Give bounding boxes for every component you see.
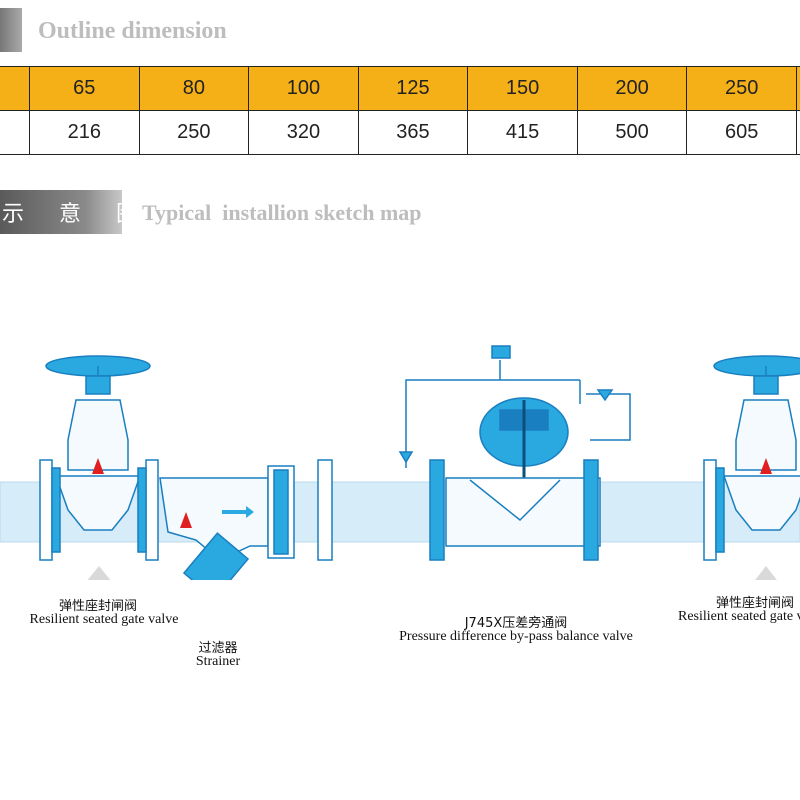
pointer-triangle	[87, 566, 111, 580]
table-header-cell: 200	[576, 66, 688, 111]
gate-valve-right-label-cn: 弹性座封闸阀	[716, 596, 795, 611]
strainer-label: Strainer	[195, 654, 241, 669]
table-cell: 216	[29, 110, 140, 155]
strainer	[159, 459, 333, 580]
table-header-cell: 80	[138, 66, 250, 111]
table-header-cell: 100	[248, 66, 359, 111]
gate-valve-left-label: Resilient seated gate valve	[29, 612, 179, 627]
table-header-cell: 250	[686, 66, 797, 111]
dimension-table: 65 80 100 125 150 200 250 216 250 320 36…	[0, 66, 800, 155]
sketch-title-cn: 示 意 图	[2, 202, 152, 227]
section-marker	[0, 8, 22, 52]
table-cell: 320	[248, 110, 359, 155]
table-cell	[0, 110, 30, 155]
table-cell	[796, 110, 800, 155]
installation-diagram	[0, 345, 800, 580]
table-header-row: 65 80 100 125 150 200 250	[0, 66, 800, 111]
sketch-title: Typical installion sketch map	[142, 200, 422, 225]
table-cell: 250	[138, 110, 250, 155]
table-cell: 415	[467, 110, 578, 155]
table-cell: 365	[357, 110, 469, 155]
strainer-label-cn: 过滤器	[198, 641, 238, 656]
balance-valve	[398, 345, 631, 561]
gate-valve-left	[39, 355, 159, 561]
balance-valve-label: Pressure difference by-pass balance valv…	[399, 629, 633, 644]
table-row: 216 250 320 365 415 500 605	[0, 110, 800, 155]
gate-valve-right	[703, 355, 800, 561]
balance-valve-label-cn: J745X压差旁通阀	[464, 616, 568, 631]
table-header-cell: 125	[357, 66, 469, 111]
gate-valve-right-label: Resilient seated gate valve	[678, 609, 800, 624]
table-cell: 605	[686, 110, 797, 155]
table-header-cell: 65	[29, 66, 140, 111]
table-cell: 500	[576, 110, 688, 155]
pointer-triangle	[755, 566, 777, 580]
table-cell	[0, 66, 30, 111]
outline-dimension-title: Outline dimension	[38, 18, 227, 44]
table-cell	[796, 66, 800, 111]
gate-valve-left-label-cn: 弹性座封闸阀	[58, 599, 137, 614]
table-header-cell: 150	[467, 66, 578, 111]
section-marker	[0, 190, 122, 234]
